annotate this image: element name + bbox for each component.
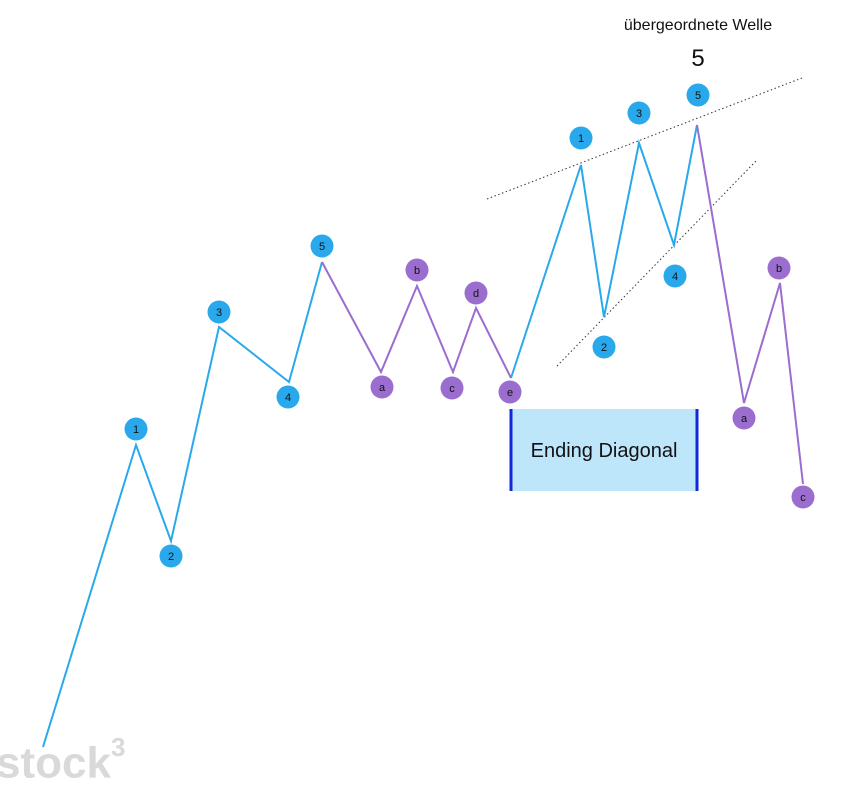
svg-text:2: 2 [601,342,607,354]
svg-text:a: a [741,413,748,425]
ending-diagonal-box [510,409,698,491]
wave-label-triangle-e: e [498,380,522,404]
wave-label-triangle-b: b [405,258,429,282]
wave-label-triangle-a: a [370,375,394,399]
svg-text:5: 5 [319,241,325,253]
wave-label-impulse-2: 2 [159,544,183,568]
svg-text:b: b [776,263,782,275]
svg-text:b: b [414,265,420,277]
svg-text:1: 1 [578,133,584,145]
higher-wave-number: 5 [691,45,704,72]
wave-label-final-a: a [732,406,756,430]
wave-label-triangle-c: c [440,376,464,400]
wave-label-impulse-5: 5 [310,234,334,258]
final-correction-line [696,124,804,485]
svg-text:1: 1 [133,424,139,436]
ending-diagonal-line [510,124,698,379]
wave-label-final-b: b [767,256,791,280]
wave-label-impulse-1: 1 [124,417,148,441]
wave-label-triangle-d: d [464,281,488,305]
svg-text:a: a [379,382,386,394]
svg-text:4: 4 [285,392,291,404]
wave-label-impulse-3: 3 [207,300,231,324]
stock3-watermark: stock3 [0,732,125,789]
wave-label-diagonal-2: 2 [592,335,616,359]
svg-text:e: e [507,387,513,399]
wave-label-final-c: c [791,485,815,509]
wave-label-impulse-4: 4 [276,385,300,409]
svg-text:4: 4 [672,271,678,283]
impulse-wave-line [42,261,323,748]
wave-label-diagonal-1: 1 [569,126,593,150]
lower-trendline [556,159,758,367]
svg-text:2: 2 [168,551,174,563]
wave-label-diagonal-3: 3 [627,101,651,125]
svg-text:d: d [473,288,479,300]
triangle-wave-line [321,261,512,379]
watermark-superscript: 3 [110,732,126,762]
wave-label-diagonal-4: 4 [663,264,687,288]
watermark-text: stock [0,738,111,788]
svg-text:3: 3 [216,307,222,319]
svg-text:3: 3 [636,108,642,120]
wave-label-diagonal-5: 5 [686,83,710,107]
higher-wave-subtitle: übergeordnete Welle [624,17,772,34]
svg-text:c: c [800,492,806,504]
svg-text:5: 5 [695,90,701,102]
svg-text:c: c [449,383,455,395]
upper-trendline [486,77,803,200]
ending-diagonal-label: Ending Diagonal [531,440,678,462]
